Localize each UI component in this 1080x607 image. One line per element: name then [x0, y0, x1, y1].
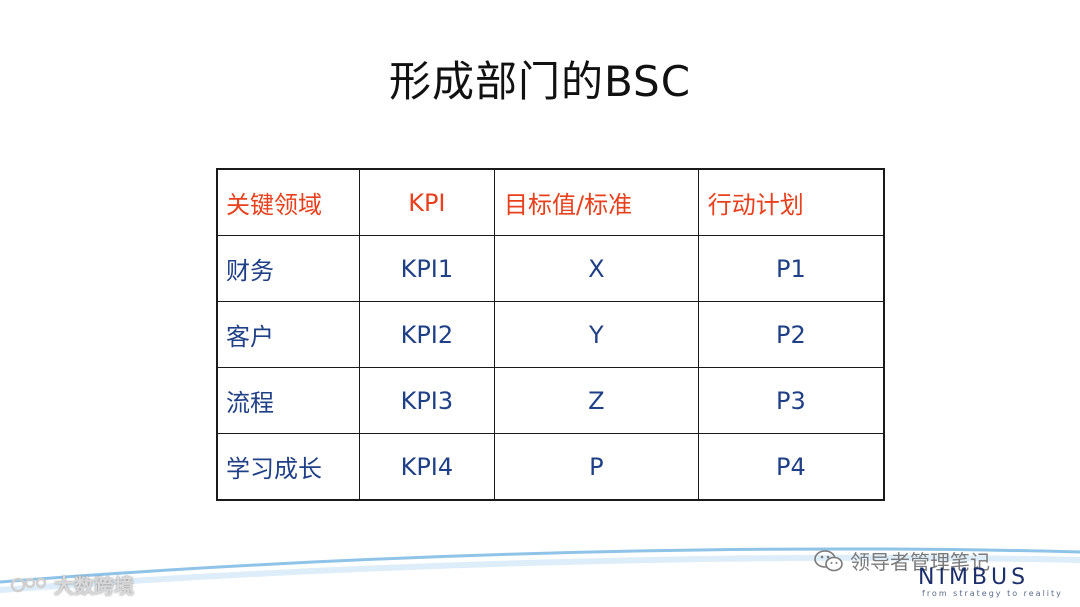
header-cell: 目标值/标准	[494, 168, 699, 236]
table-row: 财务 KPI1 X P1	[216, 235, 885, 302]
watermark-logo-icon	[10, 577, 47, 592]
wechat-account-label: 领导者管理笔记	[814, 546, 990, 575]
table-cell: P2	[697, 301, 885, 368]
table-cell: KPI2	[358, 301, 496, 368]
watermark: 大数跨境	[10, 570, 134, 599]
table-row: 流程 KPI3 Z P3	[216, 367, 885, 434]
table-header-row: 关键领域 KPI 目标值/标准 行动计划	[216, 168, 885, 236]
table-cell: KPI1	[358, 235, 496, 302]
bsc-table: 关键领域 KPI 目标值/标准 行动计划 财务 KPI1 X P1 客户 KPI…	[216, 168, 885, 501]
nimbus-logo: NIMBUS	[918, 565, 1030, 590]
wechat-icon	[814, 549, 843, 571]
nimbus-tagline: from strategy to reality	[922, 589, 1063, 598]
table-cell: KPI3	[358, 367, 496, 434]
table-cell: P3	[697, 367, 885, 434]
table-cell: Z	[494, 367, 699, 434]
header-cell: 关键领域	[216, 168, 360, 236]
slide-title: 形成部门的BSC	[388, 57, 692, 106]
table-cell: 学习成长	[216, 433, 360, 501]
wechat-account-name: 领导者管理笔记	[850, 550, 990, 574]
footer-wave-decoration	[0, 547, 1080, 593]
table-cell: 客户	[216, 301, 360, 368]
table-cell: Y	[494, 301, 699, 368]
watermark-text: 大数跨境	[54, 574, 134, 598]
table-cell: 流程	[216, 367, 360, 434]
table-cell: 财务	[216, 235, 360, 302]
table-row: 学习成长 KPI4 P P4	[216, 433, 885, 501]
table-cell: P	[494, 433, 699, 501]
table-row: 客户 KPI2 Y P2	[216, 301, 885, 368]
table-cell: X	[494, 235, 699, 302]
table-cell: P4	[697, 433, 885, 501]
header-cell: 行动计划	[697, 168, 885, 236]
header-cell: KPI	[358, 168, 496, 236]
table-cell: KPI4	[358, 433, 496, 501]
table-cell: P1	[697, 235, 885, 302]
